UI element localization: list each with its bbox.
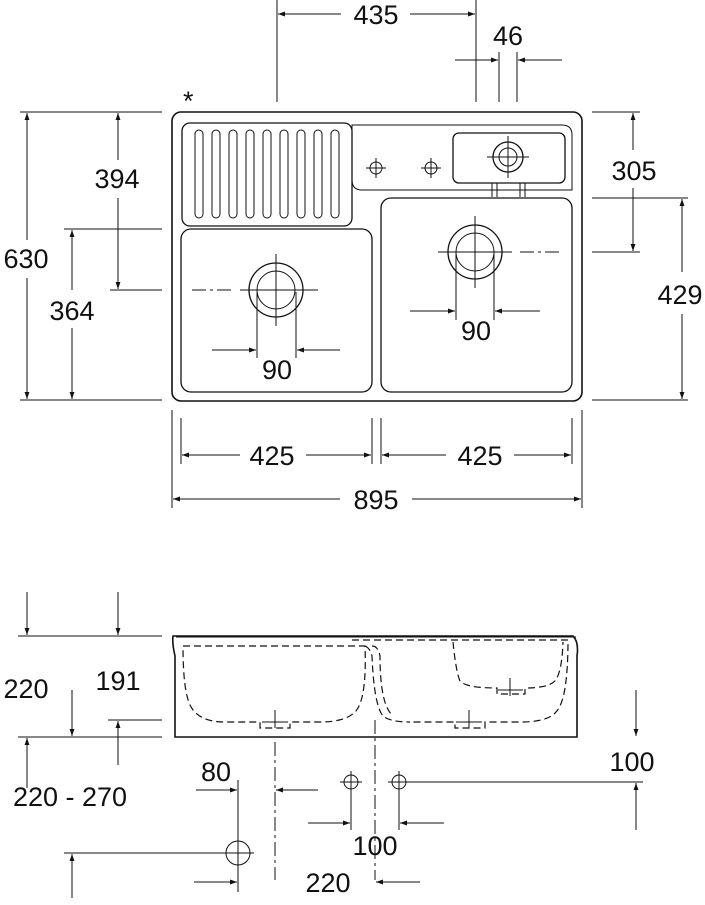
sink-outline-side: [171, 635, 579, 738]
dim-label-435: 435: [353, 0, 398, 30]
dim-label-895: 895: [353, 485, 398, 515]
small-bowl: [452, 132, 566, 184]
dim-label-46: 46: [493, 21, 523, 51]
dim-label-394: 394: [94, 164, 139, 194]
right-bowl: [380, 197, 573, 393]
dim-label-90-right: 90: [461, 316, 491, 346]
bowl-divider-hidden: [364, 645, 411, 723]
dim-label-220-270: 220 - 270: [13, 782, 127, 812]
dim-label-90-left: 90: [262, 355, 292, 385]
asterisk-note: *: [183, 86, 194, 116]
small-bowl-drain-icon: [487, 136, 529, 178]
dim-label-425-left: 425: [249, 441, 294, 471]
dim-label-220-bottom: 220: [305, 868, 350, 898]
deck-area: [351, 124, 573, 191]
tap-hole-right-icon: [421, 158, 441, 178]
dim-label-429: 429: [657, 280, 702, 310]
tap-hole-left-icon: [366, 158, 386, 178]
side-view: 220 191 220 - 270 80: [3, 592, 655, 898]
waste-outlet-icon: [222, 837, 254, 869]
dim-label-100-right: 100: [609, 747, 654, 777]
right-bowl-hidden: [352, 639, 569, 729]
left-bowl-hidden: [182, 645, 366, 729]
drainboard-grooves: [194, 129, 340, 219]
left-bowl: [180, 228, 373, 393]
right-bowl-drain-icon: [438, 216, 560, 288]
drainboard: [181, 122, 353, 227]
dim-label-80: 80: [201, 757, 231, 787]
sink-outline-top: [171, 111, 583, 402]
dim-label-191: 191: [95, 666, 140, 696]
tap-hole-side-left-icon: [340, 771, 362, 830]
left-bowl-drain-icon: [192, 254, 318, 326]
dim-label-305: 305: [611, 156, 656, 186]
top-view: * 435 46 630 394 364 305: [3, 0, 703, 515]
dim-label-100-bottom: 100: [352, 831, 397, 861]
dim-label-220: 220: [3, 674, 48, 704]
dim-label-425-right: 425: [457, 441, 502, 471]
small-bowl-hidden: [452, 641, 564, 695]
dim-label-364: 364: [49, 296, 94, 326]
dim-label-630: 630: [3, 244, 48, 274]
tap-hole-side-right-icon: [388, 771, 410, 830]
